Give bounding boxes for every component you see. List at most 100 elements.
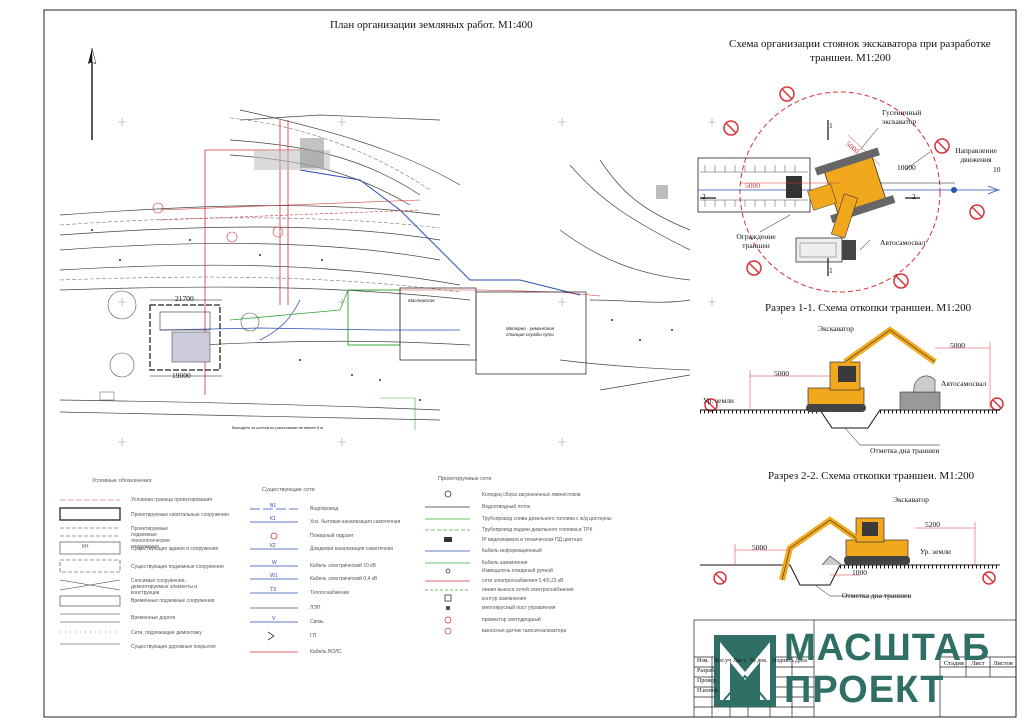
scheme-axis-10: 10 <box>993 165 1001 174</box>
stamp-col-doc: № док. <box>750 658 768 664</box>
crosshair-marks <box>118 118 716 446</box>
s1-dim-2: 5000 <box>950 341 965 350</box>
stamp-col-kol: Кол.уч <box>714 658 732 664</box>
legend-right-item: IP видеокамера в техническом ПД цветная <box>482 537 582 543</box>
stamp-col-sign: Подпись <box>772 658 795 664</box>
legend-mid-item: Водопровод <box>310 506 339 512</box>
scheme-title-line2: траншеи. М1:200 <box>810 52 891 64</box>
legend-right-title: Проектируемые сети <box>438 476 492 482</box>
s2-excavator-label: Экскаватор <box>893 495 929 504</box>
stamp-sheets: Листов <box>993 660 1013 667</box>
section-mark-2-right: 2 <box>912 192 916 201</box>
legend-right-item: Кабель информационный <box>482 548 542 554</box>
plan-title: План организации земляных работ. М1:400 <box>330 19 533 31</box>
section-1-1 <box>700 326 1000 446</box>
stamp-sheet: Лист <box>971 660 985 667</box>
scheme-direction-label: Направление движения <box>955 146 997 164</box>
legend-mid-code: К2 <box>270 543 276 549</box>
s1-ground-label: Ур. земли <box>703 396 734 405</box>
brand-name-line1: МАСШТАБ <box>784 627 991 669</box>
s1-dim-1: 5000 <box>774 369 789 378</box>
legend-mid-item: Связь <box>310 619 324 625</box>
s2-bottom-label: Отметка дна траншеи <box>842 591 912 600</box>
legend-mid-code: W1 <box>270 573 278 579</box>
legend-mid-item: Хоз. бытовая канализация самотечная <box>310 519 401 525</box>
legend-right-item: выносная датчик газосигнализатора <box>482 628 567 634</box>
legend-left-item: Сети, подлежащие демонтажу <box>131 630 202 636</box>
section-mark-2-left: 2 <box>702 192 706 201</box>
legend-mid-code: W <box>272 560 277 566</box>
s2-dim-3: 1000 <box>852 568 867 577</box>
legend-left-kh: КН <box>82 544 89 550</box>
legend-mid-title: Существующие сети <box>262 487 315 493</box>
legend-right-item: сети электроснабжения 0,4/0,23 кВ <box>482 578 564 584</box>
legend-left-item: Условная граница проектирования <box>131 497 212 503</box>
legend-mid-item: ГП <box>310 633 317 639</box>
s2-dim-1: 5000 <box>752 543 767 552</box>
s1-bottom-label: Отметка дна траншеи <box>870 446 940 455</box>
stamp-checker: Провер. <box>697 678 718 684</box>
legend-mid-item: ЛЭП <box>310 605 321 611</box>
legend-mid-item: Кабель электрический 10 кВ <box>310 563 376 569</box>
plan-building-repair-station: Моторно - ремонтная станция службы пути <box>505 326 555 337</box>
legend-mid-item: Пожарный гидрант <box>310 533 354 539</box>
stamp-col-izm: Изм. <box>697 658 709 664</box>
legend-mid-code: V <box>272 616 276 622</box>
plan-building-workshop: Мастерская <box>408 298 435 303</box>
legend-left-item: Временные дороги <box>131 615 176 621</box>
legend-left-item: Существующие здания и сооружения <box>131 546 219 552</box>
stamp-col-list: Лист <box>733 658 746 664</box>
stamp-developer: Разраб. <box>697 668 716 674</box>
section-mark-1-bottom: 1 <box>829 266 833 275</box>
scheme-title-line1: Схема организации стоянок экскаватора пр… <box>729 38 991 50</box>
legend-right-item: Трубопровод подачи дизельного топлива в … <box>482 527 593 533</box>
legend-right-item: Водоотводный лоток <box>482 504 531 510</box>
legend-mid-item: Дождевая канализация самотечная <box>310 546 393 552</box>
legend-mid-item: Кабель электрический 0,4 кВ <box>310 576 378 582</box>
legend-right-item: Колодец сбора загрязненных ливнестоков <box>482 492 581 498</box>
legend-right-item: Трубопровод слива дизельного топлива с ж… <box>482 516 612 522</box>
legend-mid-item: Теплоснабжение <box>310 590 350 596</box>
legend-mid-code: К1 <box>270 516 276 522</box>
north-arrow-icon <box>88 47 97 140</box>
scheme-excavator-label: Гусеничный экскаватор <box>882 108 922 126</box>
legend-right-item: прожектор светодиодный <box>482 617 541 623</box>
legend-mid-code: В1 <box>270 503 277 509</box>
s1-truck-label: Автосамосвал <box>941 379 987 388</box>
section2-title: Разрез 2-2. Схема откопки траншеи. М1:20… <box>768 470 975 482</box>
scheme-truck-label: Автосамосвал <box>880 238 926 247</box>
legend-right-samples <box>425 490 470 635</box>
s2-ground-label: Ур. земли <box>920 547 951 556</box>
legend-left-item: Проектируемые капитальные сооружения <box>131 512 229 518</box>
legend-mid-code: ТЗ <box>270 587 277 593</box>
legend-left-item: Сносимые сооружения, демонтируемые элеме… <box>131 578 198 596</box>
legend-right-item: Кабель заземления <box>482 560 528 566</box>
site-plan <box>59 109 691 430</box>
brand-name-line2: ПРОЕКТ <box>784 669 945 711</box>
plan-dim-19000: 19000 <box>172 371 191 380</box>
stamp-stage: Стадия <box>944 660 964 667</box>
legend-left-item: Существующие подземные сооружения <box>131 564 224 570</box>
legend-mid-samples <box>250 508 298 653</box>
section-mark-1-top: 1 <box>829 121 833 130</box>
plan-dim-21700: 21700 <box>175 294 194 303</box>
section-2-2 <box>700 516 1000 597</box>
s1-excavator-label: Экскаватор <box>818 324 854 333</box>
scheme-fence-label: Ограждение траншеи <box>736 232 776 250</box>
legend-left-samples <box>59 499 121 645</box>
scheme-dim-10000: 10000 <box>897 163 916 172</box>
plan-note: Выходить из котлов по расстоянию не мене… <box>232 425 323 430</box>
stamp-col-date: Дата <box>795 658 807 664</box>
legend-right-item: линия выноса сетей электроснабжения <box>482 587 574 593</box>
stamp-norm-control: Н.контр. <box>697 688 719 694</box>
legend-right-item: многоярусный пост управления <box>482 605 556 611</box>
section1-title: Разрез 1-1. Схема откопки траншеи. М1:20… <box>765 302 972 314</box>
excavator-scheme <box>697 91 1000 293</box>
brand-logo-icon <box>714 635 776 707</box>
scheme-dim-5000-left: 5000 <box>745 181 760 190</box>
legend-left-item: Существующие дорожные покрытия <box>131 644 216 650</box>
legend-left-title: Условные обозначения <box>92 478 152 484</box>
legend-right-item: Извещатель пожарный ручной <box>482 568 553 574</box>
legend-mid-item: Кабель ВОЛС <box>310 649 342 655</box>
